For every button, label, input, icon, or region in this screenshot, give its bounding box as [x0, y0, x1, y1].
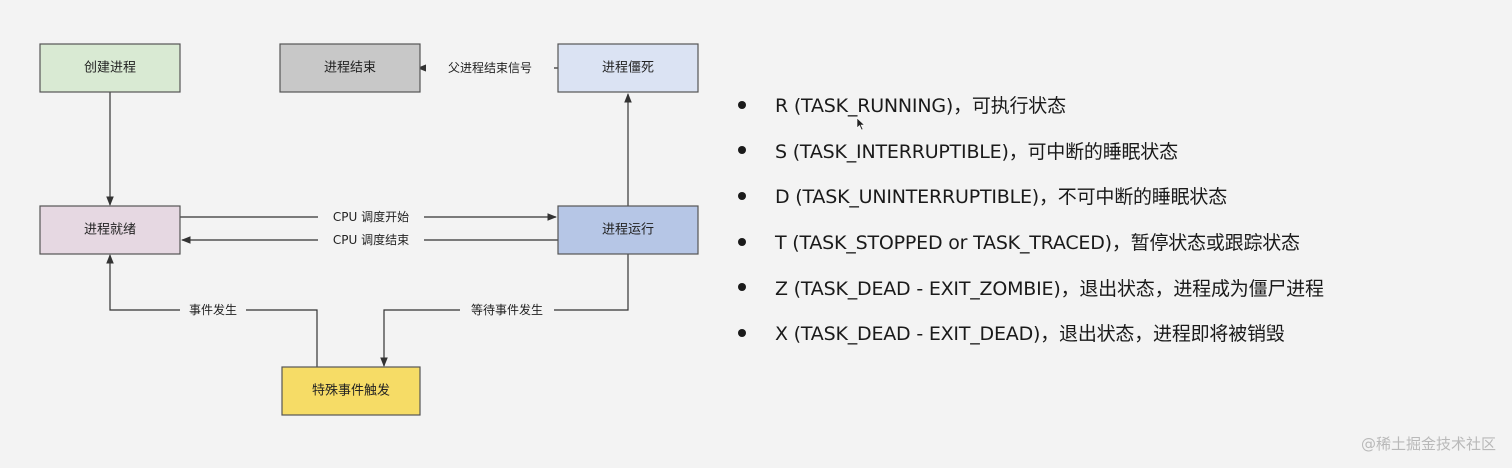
node-process-zombie: 进程僵死 — [557, 43, 699, 93]
node-create-process: 创建进程 — [39, 43, 181, 93]
watermark: @稀土掘金技术社区 — [1360, 435, 1496, 453]
edge-label-parent-exit-signal: 父进程结束信号 — [448, 60, 532, 75]
node-process-ready: 进程就绪 — [39, 205, 181, 255]
svg-text:进程结束: 进程结束 — [324, 61, 376, 76]
node-process-exit: 进程结束 — [279, 43, 421, 93]
svg-text:进程僵死: 进程僵死 — [602, 61, 654, 76]
edge-event-to-ready: 事件发生 — [106, 254, 318, 367]
state-item-d: D (TASK_UNINTERRUPTIBLE)，不可中断的睡眠状态 — [738, 173, 1324, 219]
state-text: T (TASK_STOPPED or TASK_TRACED)，暂停状态或跟踪状… — [775, 232, 1300, 255]
state-text: R (TASK_RUNNING)，可执行状态 — [775, 95, 1066, 118]
edge-label-cpu-schedule-start: CPU 调度开始 — [333, 209, 409, 224]
state-text: S (TASK_INTERRUPTIBLE)，可中断的睡眠状态 — [775, 140, 1178, 163]
edge-running-to-event: 等待事件发生 — [380, 254, 629, 367]
svg-text:特殊事件触发: 特殊事件触发 — [312, 383, 390, 399]
state-text: D (TASK_UNINTERRUPTIBLE)，不可中断的睡眠状态 — [775, 186, 1227, 209]
process-state-diagram: 父进程结束信号 CPU 调度开始 CPU 调度结束 事件发生 等待事件发生 创建… — [39, 43, 699, 416]
mouse-cursor-icon — [856, 117, 866, 131]
bullet-icon — [738, 146, 746, 155]
bullet-icon — [738, 328, 746, 337]
edge-label-wait-for-event: 等待事件发生 — [471, 302, 543, 317]
bullet-icon — [738, 100, 746, 109]
process-state-list: R (TASK_RUNNING)，可执行状态 S (TASK_INTERRUPT… — [738, 82, 1324, 356]
bullet-icon — [738, 283, 746, 292]
node-process-running: 进程运行 — [557, 205, 699, 255]
node-special-event: 特殊事件触发 — [281, 366, 421, 416]
bullet-icon — [738, 191, 746, 200]
bullet-icon — [738, 237, 746, 246]
edge-running-to-ready: CPU 调度结束 — [181, 231, 558, 249]
state-item-z: Z (TASK_DEAD - EXIT_ZOMBIE)，退出状态，进程成为僵尸进… — [738, 264, 1324, 310]
state-item-x: X (TASK_DEAD - EXIT_DEAD)，退出状态，进程即将被销毁 — [738, 310, 1324, 356]
state-item-s: S (TASK_INTERRUPTIBLE)，可中断的睡眠状态 — [738, 128, 1324, 174]
svg-text:进程运行: 进程运行 — [602, 223, 654, 238]
edge-ready-to-running: CPU 调度开始 — [180, 208, 557, 226]
state-item-t: T (TASK_STOPPED or TASK_TRACED)，暂停状态或跟踪状… — [738, 219, 1324, 265]
edge-label-event-occurs: 事件发生 — [189, 302, 237, 317]
edge-zombie-to-exit: 父进程结束信号 — [417, 59, 558, 77]
state-text: Z (TASK_DEAD - EXIT_ZOMBIE)，退出状态，进程成为僵尸进… — [775, 277, 1324, 300]
svg-text:创建进程: 创建进程 — [84, 61, 136, 76]
state-text: X (TASK_DEAD - EXIT_DEAD)，退出状态，进程即将被销毁 — [775, 323, 1285, 346]
svg-text:进程就绪: 进程就绪 — [84, 223, 136, 238]
state-item-r: R (TASK_RUNNING)，可执行状态 — [738, 82, 1324, 128]
edge-label-cpu-schedule-end: CPU 调度结束 — [333, 232, 409, 247]
